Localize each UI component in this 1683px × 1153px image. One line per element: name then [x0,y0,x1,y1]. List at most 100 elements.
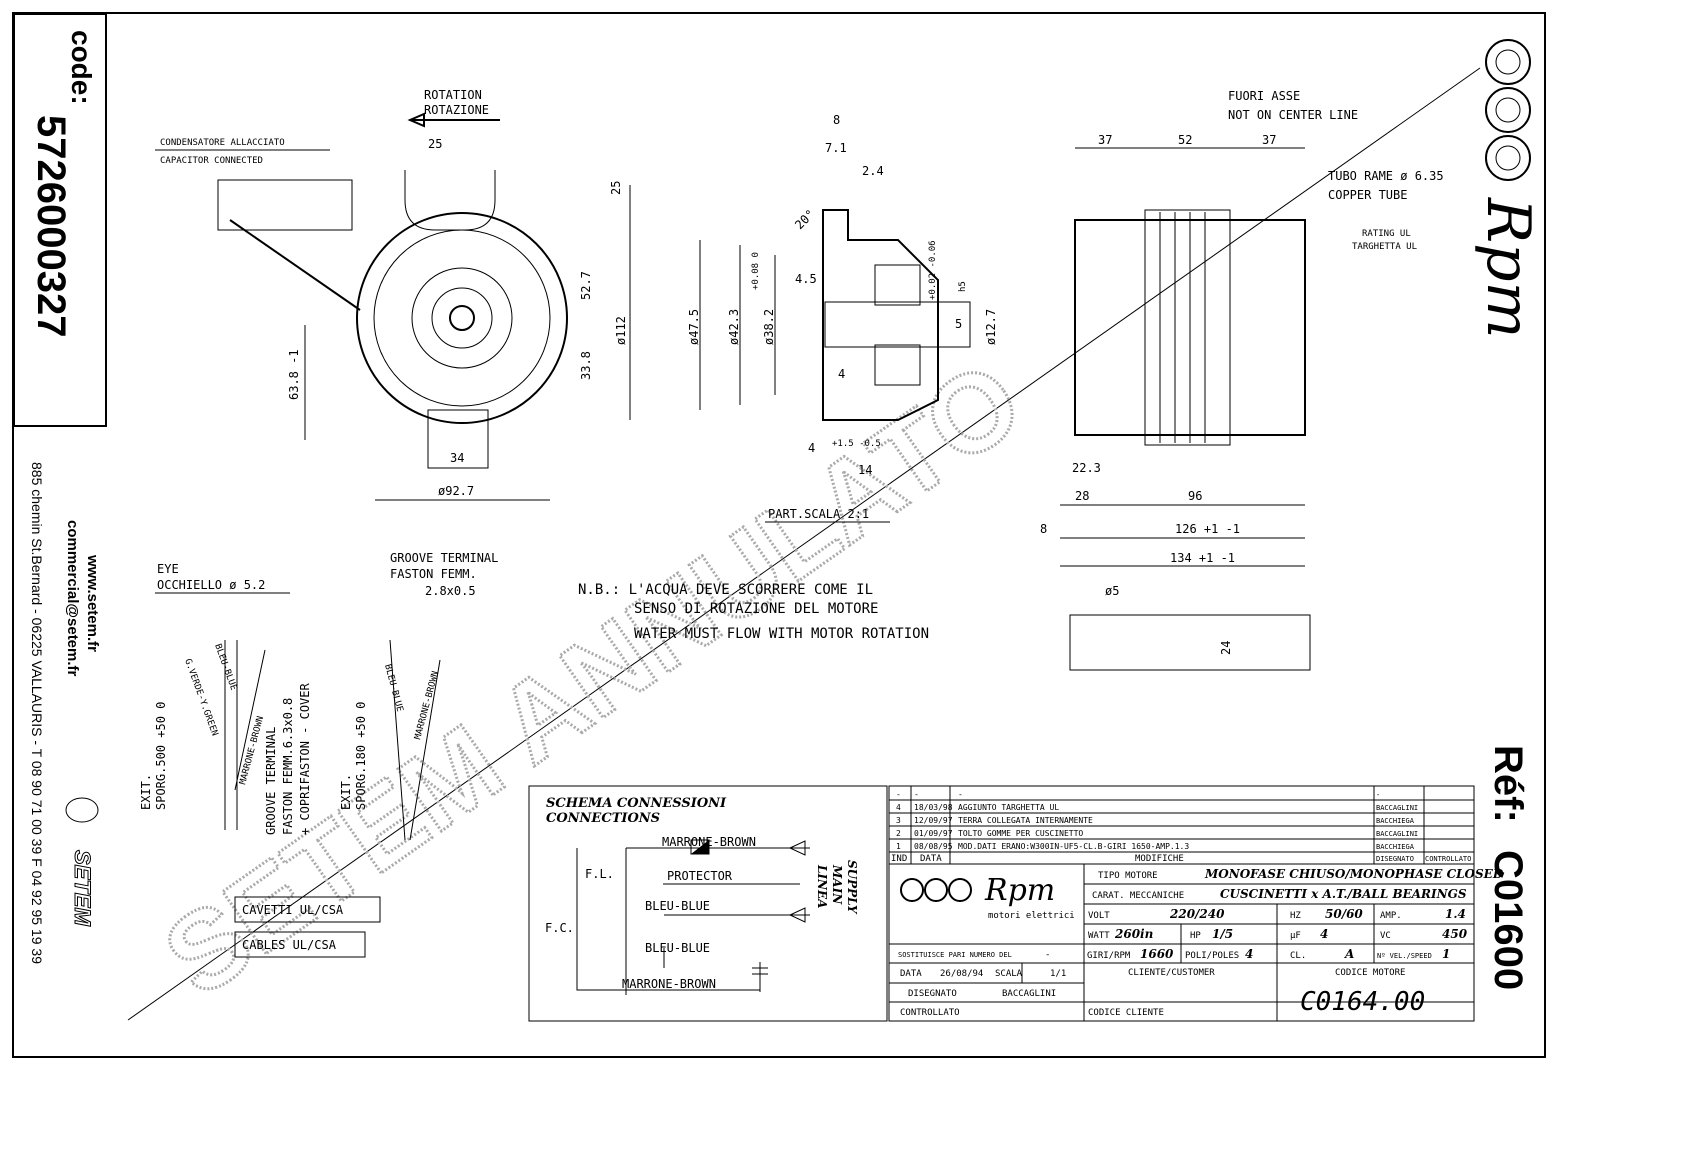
revision-dis: BACCAGLINI [1376,804,1418,812]
contact-info: www.setem.fr commercial@setem.fr 885 che… [29,462,101,964]
dim: 8 [833,113,840,127]
mechanical: CUSCINETTI x A.T./BALL BEARINGS [1220,887,1467,901]
header-dis: DISEGNATO [1376,855,1414,863]
designer: BACCAGLINI [1002,989,1056,999]
supply-label: SUPPLY [845,860,859,915]
label: Nº VEL./SPEED [1377,952,1432,960]
speed: 1 [1442,947,1450,961]
label: DATA [900,969,922,979]
revision-table [888,785,1475,865]
dim: 14 [858,463,872,477]
arrow-icon [788,840,806,923]
header-mod: MODIFICHE [1135,854,1184,864]
rotation-label-it: ROTAZIONE [424,103,489,117]
amp: 1.4 [1445,907,1466,921]
replaces: - [1045,950,1050,960]
cancel-line [127,67,1481,1021]
label: EYE [157,562,179,576]
logo-text: Rpm [984,873,1055,908]
revision-data: 08/08/95 [914,842,953,851]
watermark: SETEM ANNULATO [143,338,1043,1019]
dim: 126 +1 -1 [1175,522,1240,536]
label: POLI/POLES [1185,951,1239,961]
supply-label: MAIN [830,864,844,905]
connection-schematic: SCHEMA CONNESSIONI CONNECTIONS MARRONE-B… [528,785,888,1022]
rpm-logo: Rpm [1473,39,1543,338]
flow-note: N.B.: L'ACQUA DEVE SCORRERE COME IL SENS… [578,582,929,642]
wire-label: BLEU-BLUE [382,663,404,713]
dim: 52 [1178,133,1192,147]
dim: ø5 [1105,584,1119,598]
email: commercial@setem.fr [64,520,81,677]
label: TUBO RAME ø 6.35 [1328,169,1444,183]
capacitor-shape [217,179,353,231]
label: VOLT [1088,911,1110,921]
dim: 5 [955,317,962,331]
label: CODICE MOTORE [1335,968,1405,978]
cable-label: CAVETTI UL/CSA [242,903,344,917]
label: HP [1190,931,1201,941]
wire-label: MARRONE-BROWN [622,977,716,991]
code-value: 5726000327 [29,115,73,337]
scale: 1/1 [1050,969,1066,979]
poles: 4 [1245,947,1253,961]
note-line: SENSO DI ROTAZIONE DEL MOTORE [634,601,878,617]
drawing-border [12,12,1546,1058]
wire-label: BLEU-BLUE [645,899,710,913]
label: CONTROLLATO [900,1008,960,1018]
label: NOT ON CENTER LINE [1228,108,1358,122]
label: WATT [1088,931,1110,941]
reference: Réf: C01600 [1486,745,1530,990]
revision-ind: 2 [896,829,901,838]
class: A [1344,947,1354,961]
hp: 1/5 [1212,927,1233,941]
field-label: F.L. [585,867,614,881]
rotation-arrow-icon [407,112,500,128]
wire-label: SPORG.180 +50 0 [354,702,368,810]
revision-dis: BACCHIEGA [1376,843,1415,851]
scale-label: PART.SCALA 2:1 [768,507,869,521]
revision-data: 01/09/97 [914,829,953,838]
capacitor-label-en: CAPACITOR CONNECTED [160,156,263,166]
dim: 22.3 [1072,461,1101,475]
label: FASTON FEMM. [390,567,477,581]
label: AMP. [1380,911,1402,921]
ref-label: Réf: [1486,745,1530,823]
dim: ø38.2 [762,309,776,345]
motor-type: MONOFASE CHIUSO/MONOPHASE CLOSED [1204,867,1504,881]
wire-label: FASTON FEMM.6.3x0.8 [281,698,295,835]
wire-label: EXIT. [139,774,153,810]
wire-label: GROOVE TERMINAL [264,727,278,835]
revision-mod: - [958,790,963,799]
dim: 8 [1040,522,1047,536]
label: FUORI ASSE [1228,89,1300,103]
dim: 28 [1075,489,1089,503]
wire-label: + COPRIFASTON - COVER [298,683,312,835]
dim: ø112 [614,316,628,345]
header-ctrl: CONTROLLATO [1425,855,1471,863]
label: GIRI/RPM [1087,951,1131,961]
dim: ø92.7 [438,484,474,498]
label: VC [1380,931,1391,941]
revision-data: - [914,790,919,799]
side-view: FUORI ASSE NOT ON CENTER LINE TUBO RAME … [1040,89,1444,671]
revision-dis: - [1376,791,1380,799]
note-line: N.B.: L'ACQUA DEVE SCORRERE COME IL [578,582,873,598]
dim: +1.5 -0.5 [832,439,881,449]
dim: 37 [1262,133,1276,147]
dim: 96 [1188,489,1202,503]
dim: 4 [838,367,845,381]
dim: 134 +1 -1 [1170,551,1235,565]
title-block: Rpm motori elettrici TIPO MOTORE MONOFAS… [888,863,1504,1022]
revision-ind: 3 [896,816,901,825]
label: OCCHIELLO ø 5.2 [157,578,265,592]
code-label: code: [66,30,97,105]
front-view: ROTATION ROTAZIONE CONDENSATORE ALLACCIA… [155,88,631,501]
setem-bird-icon [65,797,99,823]
label: 2.8x0.5 [425,584,476,598]
label: HZ [1290,911,1301,921]
dim: ø12.7 [984,309,998,345]
wire-label: G.VERDE-Y.GREEN [182,658,219,738]
header-ind: IND [891,854,907,864]
